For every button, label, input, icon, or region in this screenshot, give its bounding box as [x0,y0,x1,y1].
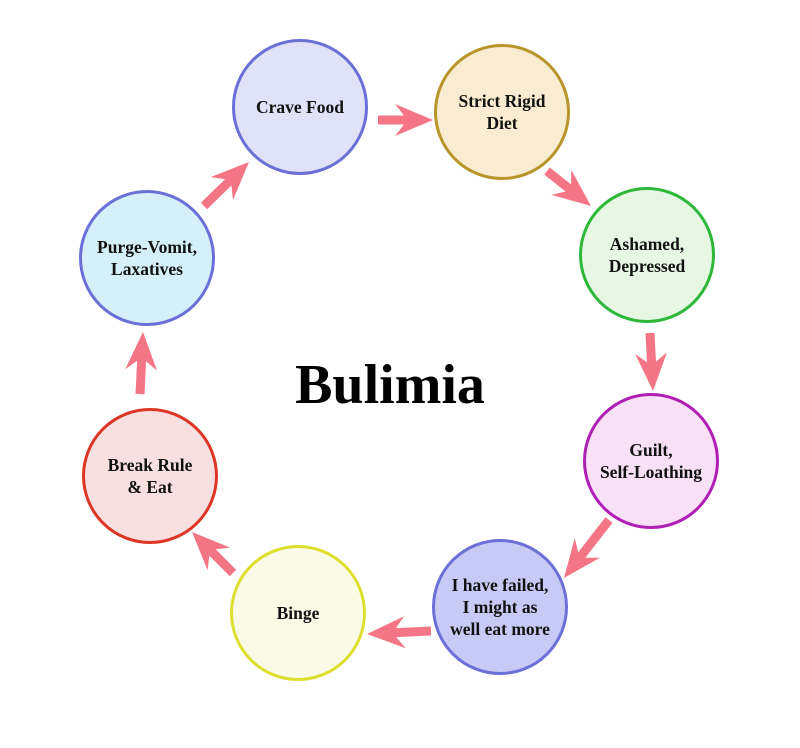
node-label: Ashamed, Depressed [608,234,686,276]
arrow-purge-vomit-laxatives-to-crave-food [200,162,249,210]
arrow-break-rule-eat-to-purge-vomit-laxatives [125,332,158,395]
node-binge: Binge [230,545,366,681]
node-i-have-failed: I have failed, I might as well eat more [432,539,568,675]
arrow-binge-to-break-rule-eat [192,532,237,577]
node-label: Purge-Vomit, Laxatives [97,237,197,279]
arrow-crave-food-to-strict-rigid-diet [378,104,433,136]
node-purge-vomit-laxatives: Purge-Vomit, Laxatives [79,190,215,326]
node-label: Break Rule & Eat [107,455,193,497]
node-label: Guilt, Self-Loathing [599,440,703,482]
node-crave-food: Crave Food [232,39,368,175]
node-ashamed-depressed: Ashamed, Depressed [579,187,715,323]
diagram-title: Bulimia [295,354,485,416]
arrow-guilt-self-loathing-to-i-have-failed [564,517,613,578]
node-break-rule-eat: Break Rule & Eat [82,408,218,544]
node-label: Binge [276,603,320,623]
arrow-strict-rigid-diet-to-ashamed-depressed [544,167,591,206]
arrow-i-have-failed-to-binge [367,616,432,649]
node-strict-rigid-diet: Strict Rigid Diet [434,44,570,180]
arrow-ashamed-depressed-to-guilt-self-loathing [635,332,667,391]
node-label: I have failed, I might as well eat more [450,575,550,639]
node-label: Strict Rigid Diet [458,91,546,133]
node-label: Crave Food [256,97,344,117]
node-guilt-self-loathing: Guilt, Self-Loathing [583,393,719,529]
